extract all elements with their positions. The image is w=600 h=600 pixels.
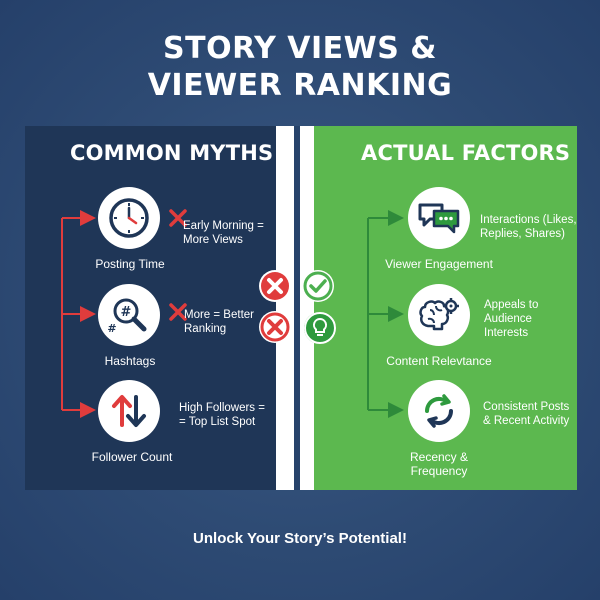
page-title: STORY VIEWS & VIEWER RANKING xyxy=(0,30,600,104)
cross-outline-badge-icon xyxy=(259,311,291,343)
myths-connector xyxy=(61,210,96,418)
cross-icon xyxy=(169,209,187,227)
recency-frequency-fact: Consistent Posts & Recent Activity xyxy=(483,401,570,427)
viewer-engagement-fact: Interactions (Likes, Replies, Shares) xyxy=(480,214,577,240)
cross-badge-icon xyxy=(259,270,291,302)
divider-right xyxy=(300,126,314,490)
hashtag-search-icon: # # xyxy=(107,298,147,335)
up-down-arrows-icon xyxy=(112,395,146,427)
check-badge-icon xyxy=(302,270,334,302)
content-relevance-fact: Appeals to Audience Interests xyxy=(484,299,539,339)
content-relevance-label: Content Relevtance xyxy=(386,354,492,368)
posting-time-label: Posting Time xyxy=(95,257,165,271)
follower-count-label: Follower Count xyxy=(91,450,173,464)
posting-time-myth: Early Morning = More Views xyxy=(183,220,264,246)
chat-bubbles-icon xyxy=(418,203,460,234)
recency-frequency-node xyxy=(408,380,470,442)
divider-left xyxy=(276,126,294,490)
brain-gear-icon xyxy=(419,298,459,331)
hashtags-myth: More = Better Ranking xyxy=(184,309,254,335)
viewer-engagement-label: Viewer Engagement xyxy=(385,257,493,271)
content-relevance-node xyxy=(408,284,470,346)
follower-count-node xyxy=(98,380,160,442)
hashtags-label: Hashtags xyxy=(104,354,156,368)
title-line-1: STORY VIEWS & xyxy=(163,31,437,66)
posting-time-node xyxy=(98,187,160,249)
svg-text:#: # xyxy=(107,322,116,335)
clock-icon xyxy=(109,198,149,238)
factors-connector xyxy=(367,210,404,418)
lightbulb-icon xyxy=(304,312,336,344)
title-line-2: VIEWER RANKING xyxy=(147,68,453,103)
footer-tagline: Unlock Your Story’s Potential! xyxy=(193,530,407,547)
myths-heading: COMMON MYTHS xyxy=(70,141,274,165)
factors-heading: ACTUAL FACTORS xyxy=(361,141,571,165)
svg-text:#: # xyxy=(121,305,132,320)
follower-count-myth: High Followers = = Top List Spot xyxy=(179,402,265,428)
viewer-engagement-node xyxy=(408,187,470,249)
refresh-icon xyxy=(424,394,454,428)
divider-center xyxy=(294,126,300,490)
cross-icon xyxy=(169,303,187,321)
hashtags-node: # # xyxy=(98,284,160,346)
recency-frequency-label: Recency & Frequency xyxy=(409,450,469,478)
